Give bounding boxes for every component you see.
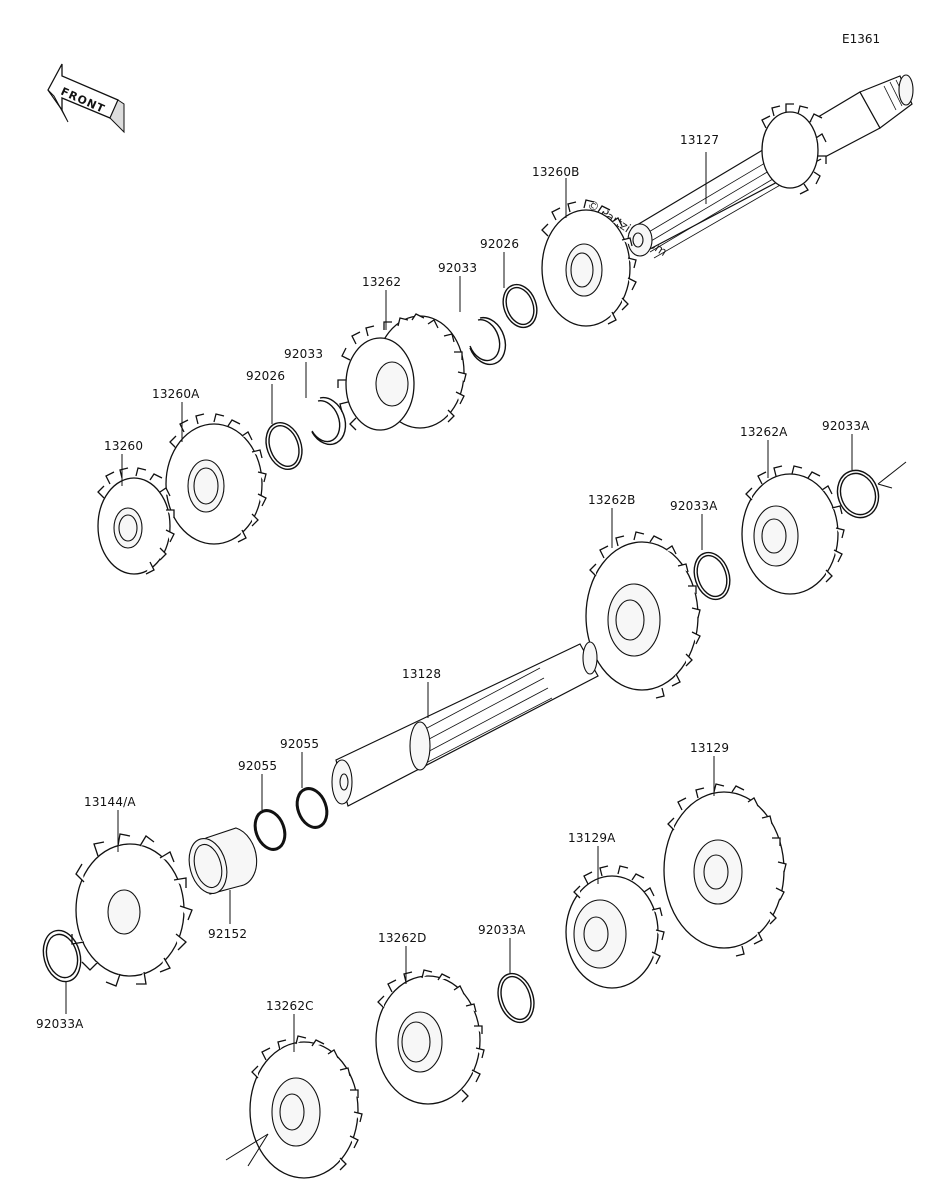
label-92055-right: 92055 (280, 737, 319, 751)
label-13128: 13128 (402, 667, 441, 681)
leader-arrow-right (877, 461, 907, 485)
label-13260A: 13260A (152, 387, 200, 401)
gear-on-13127 (761, 103, 827, 195)
label-92033-mid: 92033 (284, 347, 323, 361)
label-13262A: 13262A (740, 425, 788, 439)
label-92033-upper: 92033 (438, 261, 477, 275)
label-13260: 13260 (104, 439, 143, 453)
label-13262C: 13262C (266, 999, 314, 1013)
label-92033A-right: 92033A (822, 419, 870, 433)
front-arrow-icon: FRONT (47, 63, 125, 134)
label-13262B: 13262B (588, 493, 636, 507)
circlip-92033A-left[interactable] (38, 926, 86, 986)
gear-13262C[interactable] (249, 1035, 363, 1179)
circlip-92033A-right[interactable] (831, 465, 885, 524)
gear-13262A[interactable] (741, 465, 845, 595)
gear-13260B[interactable] (541, 199, 637, 327)
gear-13262D[interactable] (375, 969, 485, 1105)
label-13144A: 13144/A (84, 795, 136, 809)
label-92152: 92152 (208, 927, 247, 941)
gear-13129[interactable] (663, 783, 787, 957)
label-13129A: 13129A (568, 831, 616, 845)
label-92026-upper: 92026 (480, 237, 519, 251)
label-13129: 13129 (690, 741, 729, 755)
shaft-13128[interactable] (331, 641, 599, 807)
gear-13260[interactable] (97, 467, 175, 575)
sprocket-13144A[interactable] (71, 833, 193, 987)
shaft-13128-splines (411, 667, 553, 765)
ring-92026-mid[interactable] (260, 418, 308, 475)
label-13262D: 13262D (378, 931, 427, 945)
label-92033A-bottom: 92033A (478, 923, 526, 937)
oring-92055-right[interactable] (292, 784, 332, 831)
label-92026-mid: 92026 (246, 369, 285, 383)
label-92033A-left: 92033A (36, 1017, 84, 1031)
circlip-92033A-mid[interactable] (688, 548, 735, 604)
collar-92152[interactable] (183, 827, 258, 898)
label-13260B: 13260B (532, 165, 580, 179)
label-13127: 13127 (680, 133, 719, 147)
gear-13260A[interactable] (165, 413, 267, 545)
label-92033A-mid: 92033A (670, 499, 718, 513)
ring-92026-upper[interactable] (497, 280, 542, 332)
circlip-92033-mid[interactable] (311, 396, 347, 446)
shaft-13127-splines (641, 159, 783, 259)
oring-92055-left[interactable] (250, 806, 290, 853)
circlip-92033A-bottom[interactable] (492, 969, 540, 1027)
gear-13262[interactable] (337, 313, 467, 431)
circlip-92033-upper[interactable] (469, 316, 507, 366)
leader-arrow-left (225, 1133, 269, 1161)
label-92055-left: 92055 (238, 759, 277, 773)
gear-13262B[interactable] (585, 531, 701, 699)
diagram-id: E1361 (842, 32, 880, 46)
gear-13129A[interactable] (565, 865, 665, 989)
label-13262: 13262 (362, 275, 401, 289)
